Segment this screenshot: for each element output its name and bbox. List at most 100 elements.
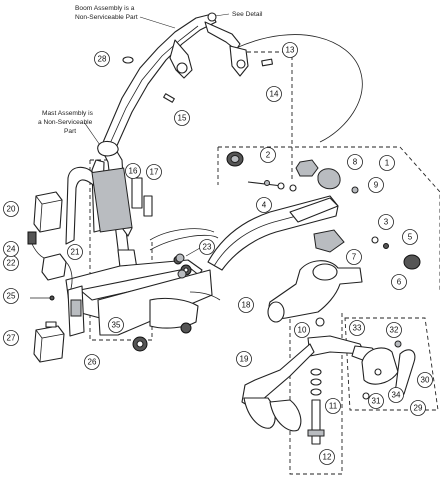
callout-25: 25 (3, 288, 19, 304)
callout-circle (238, 297, 254, 313)
callout-circle (417, 372, 433, 388)
dashed-box-pivot (289, 312, 343, 475)
callout-number: 21 (71, 248, 80, 257)
callout-33: 33 (349, 320, 365, 336)
callout-15: 15 (174, 110, 190, 126)
callout-circle (319, 449, 335, 465)
callout-number: 28 (98, 55, 107, 64)
callout-circle (108, 317, 124, 333)
callout-13: 13 (282, 42, 298, 58)
callout-19: 19 (236, 351, 252, 367)
callout-16: 16 (125, 163, 141, 179)
detail-note: See Detail (214, 11, 263, 18)
callout-5: 5 (402, 229, 418, 245)
dashed-box-detail (217, 146, 440, 290)
callout-17: 17 (146, 164, 162, 180)
callout-number: 33 (353, 324, 362, 333)
boom-note: Boom Assembly is a Non-Serviceable Part (75, 5, 176, 29)
callout-number: 31 (372, 397, 381, 406)
callout-21: 21 (67, 244, 83, 260)
callout-circle (260, 147, 276, 163)
callout-circle (3, 330, 19, 346)
callout-circle (379, 155, 395, 171)
callout-number: 13 (286, 46, 295, 55)
callout-circle (266, 86, 282, 102)
callout-circle (125, 163, 141, 179)
callout-number: 3 (384, 218, 389, 227)
callout-22: 22 (3, 255, 19, 271)
label-15 (163, 93, 175, 103)
callout-circle (410, 400, 426, 416)
callout-circle (174, 110, 190, 126)
callout-number: 20 (7, 205, 16, 214)
detail-hardware (226, 151, 421, 270)
boom-note-line1: Boom Assembly is a (75, 5, 135, 12)
mast-note-line3: Part (64, 128, 76, 135)
pin-25 (30, 295, 55, 301)
callout-number: 4 (262, 201, 267, 210)
callout-circle (347, 154, 363, 170)
callout-number: 24 (7, 245, 16, 254)
callout-circle (349, 320, 365, 336)
callout-circle (3, 201, 19, 217)
callout-18: 18 (238, 297, 254, 313)
callout-35: 35 (108, 317, 124, 333)
pivot-assembly (241, 260, 387, 445)
callout-circle (3, 241, 19, 257)
clip-28 (122, 56, 134, 64)
callout-circle (368, 177, 384, 193)
callout-number: 14 (270, 90, 279, 99)
callout-circle (199, 239, 215, 255)
boom-assembly (99, 12, 249, 151)
callout-circle (146, 164, 162, 180)
bolts-23 (175, 247, 201, 279)
callout-circle (256, 197, 272, 213)
callout-circle (294, 322, 310, 338)
cable-22-24 (27, 231, 45, 259)
mast-note: Mast Assembly is a Non-Serviceable Part (38, 110, 103, 149)
callout-12: 12 (319, 449, 335, 465)
callout-3: 3 (378, 214, 394, 230)
callout-circle (94, 51, 110, 67)
callout-number: 11 (329, 402, 338, 411)
callout-number: 30 (421, 376, 430, 385)
callout-11: 11 (325, 398, 341, 414)
boom-note-line2: Non-Serviceable Part (75, 14, 138, 21)
base-assembly (65, 228, 221, 352)
callout-circle (325, 398, 341, 414)
callout-number: 12 (323, 453, 332, 462)
callout-24: 24 (3, 241, 19, 257)
battery-20 (33, 191, 63, 233)
callout-9: 9 (368, 177, 384, 193)
callout-circle (67, 244, 83, 260)
callout-26: 26 (84, 354, 100, 370)
callout-4: 4 (256, 197, 272, 213)
label-14 (261, 58, 273, 67)
callout-number: 7 (352, 253, 357, 262)
callout-number: 35 (112, 321, 121, 330)
callout-circle (368, 393, 384, 409)
label-16 (131, 177, 143, 209)
callout-number: 32 (390, 326, 399, 335)
callout-number: 8 (353, 158, 358, 167)
callout-28: 28 (94, 51, 110, 67)
callout-number: 16 (129, 167, 138, 176)
callout-circle (236, 351, 252, 367)
detail-note-text: See Detail (232, 11, 263, 18)
callout-number: 18 (242, 301, 251, 310)
callout-number: 2 (266, 151, 271, 160)
callout-32: 32 (386, 322, 402, 338)
callout-circle (282, 42, 298, 58)
callout-34: 34 (388, 387, 404, 403)
callout-29: 29 (410, 400, 426, 416)
callout-circle (388, 387, 404, 403)
callout-7: 7 (346, 249, 362, 265)
battery-27 (33, 321, 65, 363)
callout-circle (386, 322, 402, 338)
callout-number: 26 (88, 358, 97, 367)
callout-6: 6 (391, 274, 407, 290)
callout-circle (3, 288, 19, 304)
callout-20: 20 (3, 201, 19, 217)
